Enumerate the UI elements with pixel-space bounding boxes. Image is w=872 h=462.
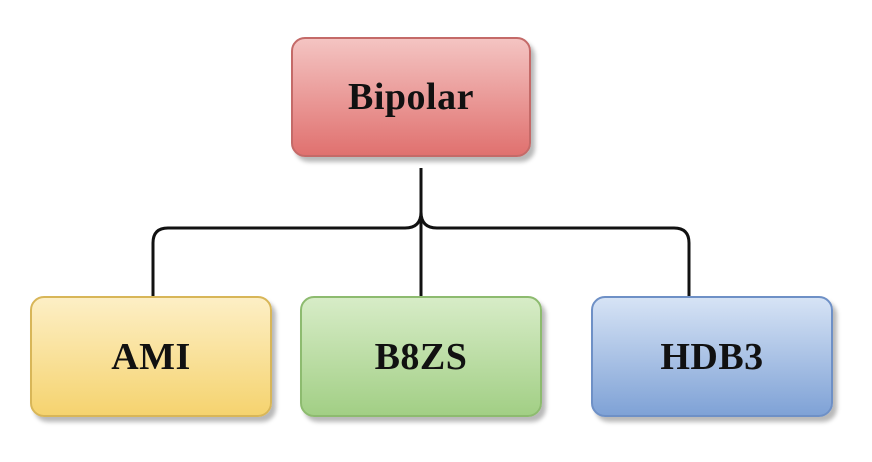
node-bipolar: Bipolar	[291, 37, 531, 157]
node-b8zs: B8ZS	[300, 296, 542, 417]
branch-right-line	[419, 211, 691, 296]
node-b8zs-label: B8ZS	[374, 335, 468, 378]
node-ami-label: AMI	[111, 335, 191, 378]
node-ami: AMI	[30, 296, 272, 417]
node-bipolar-label: Bipolar	[348, 76, 474, 118]
node-hdb3: HDB3	[591, 296, 833, 417]
node-hdb3-label: HDB3	[660, 335, 764, 378]
branch-left-line	[151, 211, 423, 296]
